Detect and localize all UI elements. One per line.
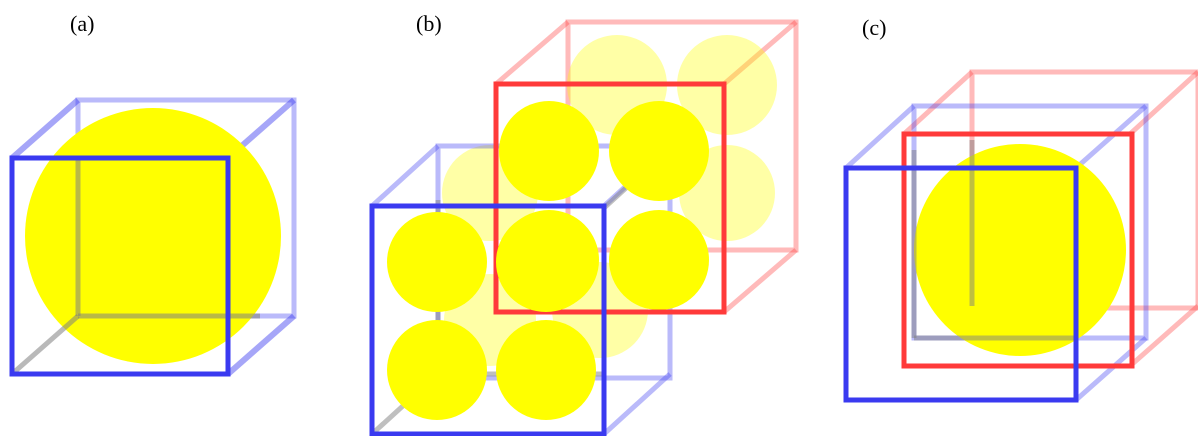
panel-a-cube-front-face <box>9 155 231 377</box>
panel-c-diagram <box>843 69 1198 403</box>
panel-c-red-cube-front-face <box>901 131 1135 369</box>
panel-b-diagram <box>369 19 799 437</box>
panel-a-sphere <box>25 108 281 364</box>
panel-c-blue-cube-front-face <box>843 165 1079 403</box>
panel-b-blue-cube-spheres <box>387 212 596 420</box>
panel-a-diagram <box>9 97 297 377</box>
panel-c-label: (c) <box>862 15 887 40</box>
panel-b-red-cube-front-face <box>493 81 727 315</box>
panel-b-label: (b) <box>416 11 442 36</box>
panel-c-sphere <box>914 144 1126 356</box>
panel-b-blue-cube-front-face <box>369 203 607 437</box>
panel-a-label: (a) <box>70 11 95 36</box>
